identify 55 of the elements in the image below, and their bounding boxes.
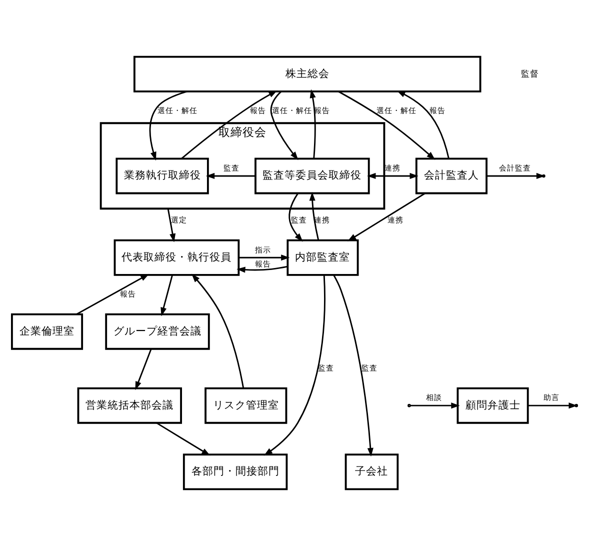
edge-label: 助言 <box>544 392 560 402</box>
node-box: リスク管理室 <box>204 386 288 424</box>
node-box: 株主総会 <box>133 55 482 92</box>
arrow <box>309 192 320 240</box>
edge-label: 監査 <box>361 362 378 372</box>
edge-label: 選任・解任 <box>158 105 198 114</box>
arrow <box>206 172 256 178</box>
arrow <box>236 265 288 272</box>
edge-label: 選任・解任 <box>272 105 312 114</box>
arrow <box>367 172 418 178</box>
edge-label: 会計監査 <box>498 163 531 172</box>
arrow <box>348 192 426 241</box>
arrow <box>528 402 578 408</box>
node-box: 内部監査室 <box>286 238 359 276</box>
edge-label: 報告 <box>430 105 446 114</box>
node-box: 業務執行取締役 <box>116 157 209 194</box>
arrow <box>149 90 188 160</box>
arrow <box>180 90 278 159</box>
node-box: 代表取締役・執行役員 <box>114 238 240 276</box>
arrow <box>167 208 176 242</box>
arrow <box>396 90 450 158</box>
node-box: 企業倫理室 <box>10 312 84 350</box>
arrow <box>192 273 244 388</box>
edge-label: 指示 <box>255 244 272 254</box>
edge-label: 報告 <box>120 288 136 298</box>
edge-label: 連携 <box>384 163 401 172</box>
node-box: 各部門・間接部門 <box>182 453 288 490</box>
edge-label: 報告 <box>250 105 266 114</box>
edge-label: 選定 <box>171 214 188 224</box>
edge-label: 相談 <box>426 392 442 402</box>
arrow <box>410 402 460 408</box>
arrow <box>160 274 174 316</box>
arrow <box>239 254 290 260</box>
arrow <box>333 274 374 456</box>
arrow <box>288 192 303 242</box>
node-box: 子会社 <box>344 453 399 490</box>
node-box: 営業統括本部会議 <box>77 386 182 424</box>
arrow <box>156 422 210 456</box>
edge-label: 監査 <box>291 214 308 224</box>
node-box: 会計監査人 <box>415 157 488 194</box>
node-box: 監査等委員会取締役 <box>254 157 370 194</box>
arrow <box>338 90 436 160</box>
arrow <box>486 172 546 178</box>
node-box: グループ経営会議 <box>105 312 210 350</box>
label: 監督 <box>521 68 540 79</box>
arrow <box>135 348 152 390</box>
node-box: 顧問弁護士 <box>456 386 529 424</box>
arrow <box>310 88 316 158</box>
arrow <box>270 90 298 160</box>
arrow <box>76 273 150 314</box>
edge-label: 報告 <box>255 259 272 268</box>
edge-label: 監査 <box>224 163 240 172</box>
arrow <box>264 274 326 456</box>
edge-label: 連携 <box>387 214 404 224</box>
edge-label: 選任・解任 <box>376 105 417 114</box>
